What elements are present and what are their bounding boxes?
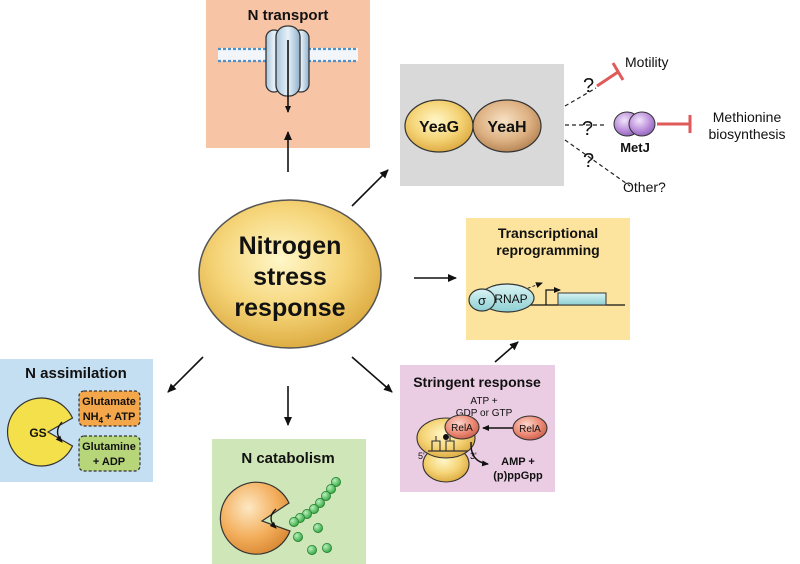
amino-acid-bead: [315, 498, 325, 508]
dna-gene-icon: [472, 282, 625, 306]
ammonium-atp-label: NH4+ ATP: [83, 411, 136, 425]
glutamine-label: Glutamine: [82, 441, 136, 453]
methionine-label-line1: Methionine: [713, 109, 782, 125]
arrow-to-assimilation: [167, 356, 204, 393]
transcription-panel: Transcriptional reprogramming σ RNAP: [466, 218, 630, 340]
sigma-label: σ: [478, 293, 486, 308]
stringent-title: Stringent response: [413, 374, 541, 390]
hub-line1: Nitrogen: [239, 232, 342, 260]
ppgpp-synthesis-arrow: [470, 441, 489, 467]
amino-acid-bead: [313, 523, 323, 533]
motility-inhibition-icon: [596, 62, 625, 88]
hub-line2: stress: [253, 263, 327, 291]
yea-panel: YeaG YeaH: [400, 64, 564, 186]
catabolism-panel: N catabolism: [212, 439, 366, 564]
yeag-label: YeaG: [419, 119, 459, 136]
amino-acid-bead: [322, 543, 332, 553]
stringent-substrate-line1: ATP +: [470, 396, 497, 407]
metj-label: MetJ: [620, 140, 650, 155]
stringent-panel: Stringent response ATP + GDP or GTP 5' 3…: [400, 365, 555, 492]
transcription-title-line1: Transcriptional: [498, 225, 598, 241]
n-transport-panel: N transport: [206, 0, 370, 148]
rela-bound-protein: RelA: [444, 414, 480, 440]
rela-free-protein: RelA: [512, 415, 548, 441]
amino-acid-bead: [309, 504, 319, 514]
hub-arrows: [167, 131, 519, 426]
gs-enzyme-icon: GS: [6, 397, 74, 467]
glutamate-label: Glutamate: [82, 396, 136, 408]
amino-acid-bead: [331, 477, 341, 487]
transcription-box: [466, 218, 630, 340]
amino-acid-chain: [289, 477, 341, 555]
arrow-to-yea: [351, 169, 389, 207]
yeah-label: YeaH: [487, 119, 526, 136]
transcription-title-line2: reprogramming: [496, 242, 599, 258]
methionine-inhibition-icon: [657, 115, 692, 133]
yeah-protein: YeaH: [472, 99, 542, 153]
question-mark-other: ?: [583, 150, 594, 172]
five-prime-label: 5': [418, 451, 425, 461]
nitrogen-stress-hub: Nitrogen stress response: [198, 199, 382, 349]
yea-targets: ? ? ? Motility MetJ Methionine biosynthe…: [564, 54, 786, 195]
arrow-to-stringent: [351, 356, 393, 393]
motility-label: Motility: [625, 54, 669, 70]
arrow-stringent-to-transcription: [494, 341, 519, 363]
stringent-substrate-line2: GDP or GTP: [456, 408, 513, 419]
ribosome-icon: [416, 417, 476, 483]
catabolism-title: N catabolism: [241, 450, 334, 467]
glutamine-product: Glutamine + ADP: [78, 435, 141, 472]
question-mark-metj: ?: [582, 118, 593, 140]
hub-line3: response: [234, 294, 345, 322]
amino-acid-bead: [326, 484, 336, 494]
rnap-label: RNAP: [494, 292, 527, 306]
stringent-product-line1: AMP +: [501, 456, 535, 468]
yeag-protein: YeaG: [404, 99, 474, 153]
assimilation-panel: N assimilation GS Glutamate NH4+ ATP Glu…: [0, 359, 153, 482]
other-label: Other?: [623, 179, 666, 195]
glutamate-substrate: Glutamate NH4+ ATP: [78, 390, 141, 427]
amino-acid-bead: [289, 517, 299, 527]
rela-bound-label: RelA: [451, 423, 473, 434]
metj-protein: MetJ: [613, 111, 656, 155]
amino-acid-bead: [321, 491, 331, 501]
n-transport-title: N transport: [248, 7, 329, 24]
protease-icon: [219, 481, 291, 555]
gs-label: GS: [29, 426, 46, 440]
stringent-product-line2: (p)ppGpp: [493, 470, 543, 482]
assimilation-title: N assimilation: [25, 365, 127, 382]
amino-acid-bead: [307, 545, 317, 555]
methionine-label-line2: biosynthesis: [708, 126, 785, 142]
amino-acid-bead: [293, 532, 303, 542]
transporter-channel-icon: [265, 25, 310, 113]
adp-label: + ADP: [93, 456, 125, 468]
rela-free-label: RelA: [519, 424, 541, 435]
question-mark-motility: ?: [583, 75, 594, 97]
rnap-complex-icon: σ RNAP: [468, 283, 535, 313]
